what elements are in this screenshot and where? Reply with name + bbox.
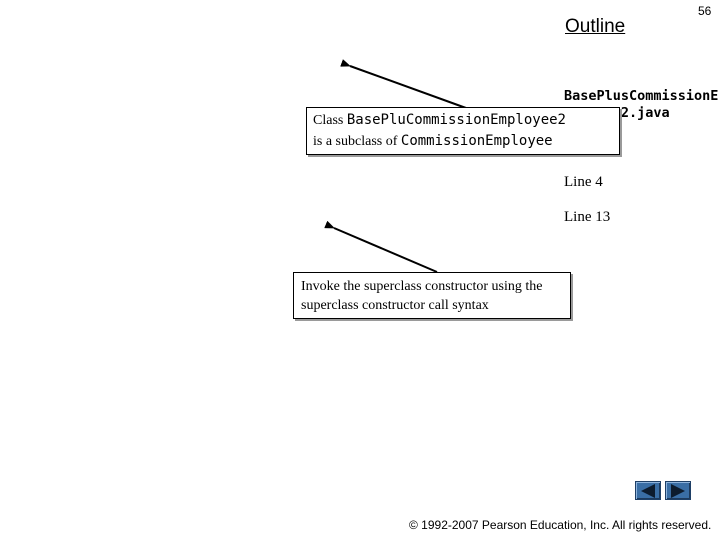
callout-2-text: Invoke the superclass constructor using … (301, 279, 543, 313)
callout-superclass-constructor: Invoke the superclass constructor using … (293, 272, 571, 319)
callout-1-class-name: BasePluCommissionEmployee2 (346, 112, 566, 128)
callout-2-arrow (324, 220, 438, 273)
triangle-right-icon (671, 483, 685, 498)
callout-1-prefix: Class (313, 113, 347, 128)
callout-1-arrow (340, 59, 467, 109)
callout-subclass: Class BasePluCommissionEmployee2 is a su… (306, 107, 620, 155)
callout-1-superclass-name: CommissionEmployee (400, 133, 553, 149)
callout-1-middle: is a subclass of (313, 134, 401, 149)
outline-title: Outline (565, 16, 626, 37)
page-number: 56 (698, 4, 712, 18)
line-ref-13: Line 13 (564, 209, 611, 225)
copyright-notice: © 1992-2007 Pearson Education, Inc. All … (409, 518, 712, 532)
prev-slide-button[interactable] (635, 481, 661, 500)
next-slide-button[interactable] (665, 481, 691, 500)
line-ref-4: Line 4 (564, 174, 603, 190)
triangle-left-icon (641, 483, 655, 498)
